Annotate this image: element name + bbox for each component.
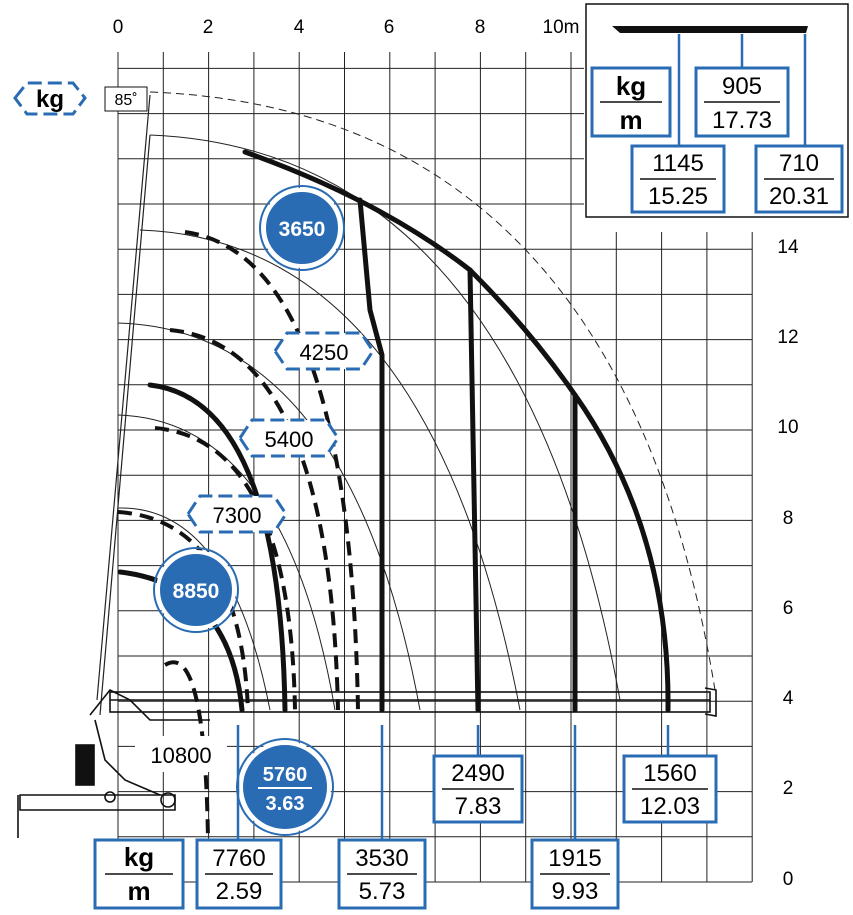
crane-arm (94, 719, 161, 796)
box-kg: 2490 (451, 760, 504, 787)
load-curve (242, 149, 481, 713)
inset-load-box: 1145 15.25 (630, 144, 726, 214)
load-tag-value: 5400 (265, 427, 314, 452)
legend-kg: kg (616, 71, 646, 101)
load-curve (357, 197, 385, 713)
load-curve-dashed (184, 230, 360, 711)
x-tick: 0 (113, 17, 124, 38)
y-axis-ticks: 0 2 4 6 8 10 12 14 (777, 237, 799, 890)
envelope-line (96, 94, 151, 701)
crane-pivot (160, 792, 176, 808)
kg-tag-top: kg (13, 81, 87, 116)
y-tick: 4 (783, 688, 794, 709)
box-m: 15.25 (648, 183, 708, 210)
reach-arc (149, 134, 621, 701)
box-kg: 1145 (652, 150, 704, 177)
load-curve (147, 382, 288, 713)
load-tag-10800: 10800 (135, 736, 227, 772)
y-tick: 0 (783, 869, 794, 890)
load-curves-solid (117, 149, 671, 713)
box-m: 5.73 (359, 878, 406, 905)
crane-base (19, 794, 176, 811)
load-tag-value: 7300 (213, 503, 262, 528)
bottom-load-box: 2490 7.83 (432, 754, 524, 824)
crane-arm (89, 688, 210, 721)
load-curve (467, 267, 578, 713)
box-m: 2.59 (216, 878, 263, 905)
load-tag-5400: 5400 (238, 418, 340, 458)
bottom-load-box: 7760 2.59 (195, 838, 283, 910)
envelope-line (99, 134, 151, 716)
crane-boom (109, 691, 711, 713)
y-tick: 8 (783, 508, 794, 529)
crane-pivot (104, 791, 116, 803)
crane-column (75, 744, 95, 786)
crane-drawing (17, 687, 717, 838)
box-m: 12.03 (640, 793, 700, 820)
load-tag-7300: 7300 (186, 494, 288, 534)
angle-label: 85˚ (104, 86, 148, 112)
legend-m: m (127, 876, 150, 906)
y-tick: 14 (777, 237, 799, 258)
box-m: 9.93 (552, 878, 599, 905)
load-tag-value: 10800 (150, 743, 211, 768)
box-kg: 1915 (548, 845, 601, 872)
inset-load-box: 905 17.73 (694, 66, 790, 138)
kg-m-legend-bottom: kg m (93, 838, 185, 910)
boom-envelope (96, 94, 151, 716)
box-kg: 7760 (212, 845, 265, 872)
legend-m: m (619, 105, 642, 135)
x-tick: 2 (203, 17, 214, 38)
load-curve (572, 392, 671, 713)
box-kg: 710 (779, 150, 819, 177)
load-tag-4250: 4250 (273, 331, 375, 371)
inset-load-box: 710 20.31 (754, 144, 844, 214)
x-axis-ticks: 0 2 4 6 8 10m (113, 17, 580, 38)
box-m: 17.73 (712, 107, 772, 134)
box-m: 7.83 (455, 793, 502, 820)
bottom-load-box: 1915 9.93 (530, 838, 620, 910)
bottom-load-box: 3530 5.73 (337, 838, 427, 910)
box-kg: 3530 (355, 845, 408, 872)
kg-m-legend-inset: kg m (590, 66, 672, 138)
kg-unit-label: kg (36, 86, 64, 113)
y-tick: 10 (777, 417, 798, 438)
bottom-connectors (236, 725, 670, 842)
load-badge-kg: 5760 (263, 764, 308, 786)
box-kg: 905 (722, 73, 762, 100)
load-badge-3650: 3650 (259, 185, 345, 271)
y-tick: 2 (783, 778, 794, 799)
crane-tip (704, 687, 717, 717)
inset-boom (612, 26, 808, 33)
load-badge-5760: 5760 3.63 (236, 738, 334, 836)
reach-arc-max (149, 91, 716, 691)
bottom-load-box: 1560 12.03 (622, 754, 718, 824)
y-tick: 12 (777, 327, 798, 348)
angle-text: 85˚ (114, 92, 137, 109)
load-badge-value: 3650 (279, 218, 326, 241)
x-tick: 10m (543, 17, 580, 38)
x-tick: 4 (294, 17, 305, 38)
load-badge-value: 8850 (173, 580, 220, 603)
reach-arc (139, 229, 521, 711)
load-curve-dashed (163, 660, 210, 841)
x-tick: 6 (384, 17, 395, 38)
box-kg: 1560 (643, 760, 696, 787)
extension-inset: kg m 1145 15.25 905 17.73 710 20.31 (585, 3, 849, 218)
box-m: 20.31 (769, 183, 829, 210)
load-tag-value: 4250 (300, 340, 349, 365)
load-badge-m: 3.63 (266, 793, 305, 815)
legend-kg: kg (124, 842, 154, 872)
x-tick: 8 (475, 17, 486, 38)
y-tick: 6 (783, 598, 794, 619)
load-badge-8850: 8850 (153, 547, 239, 633)
